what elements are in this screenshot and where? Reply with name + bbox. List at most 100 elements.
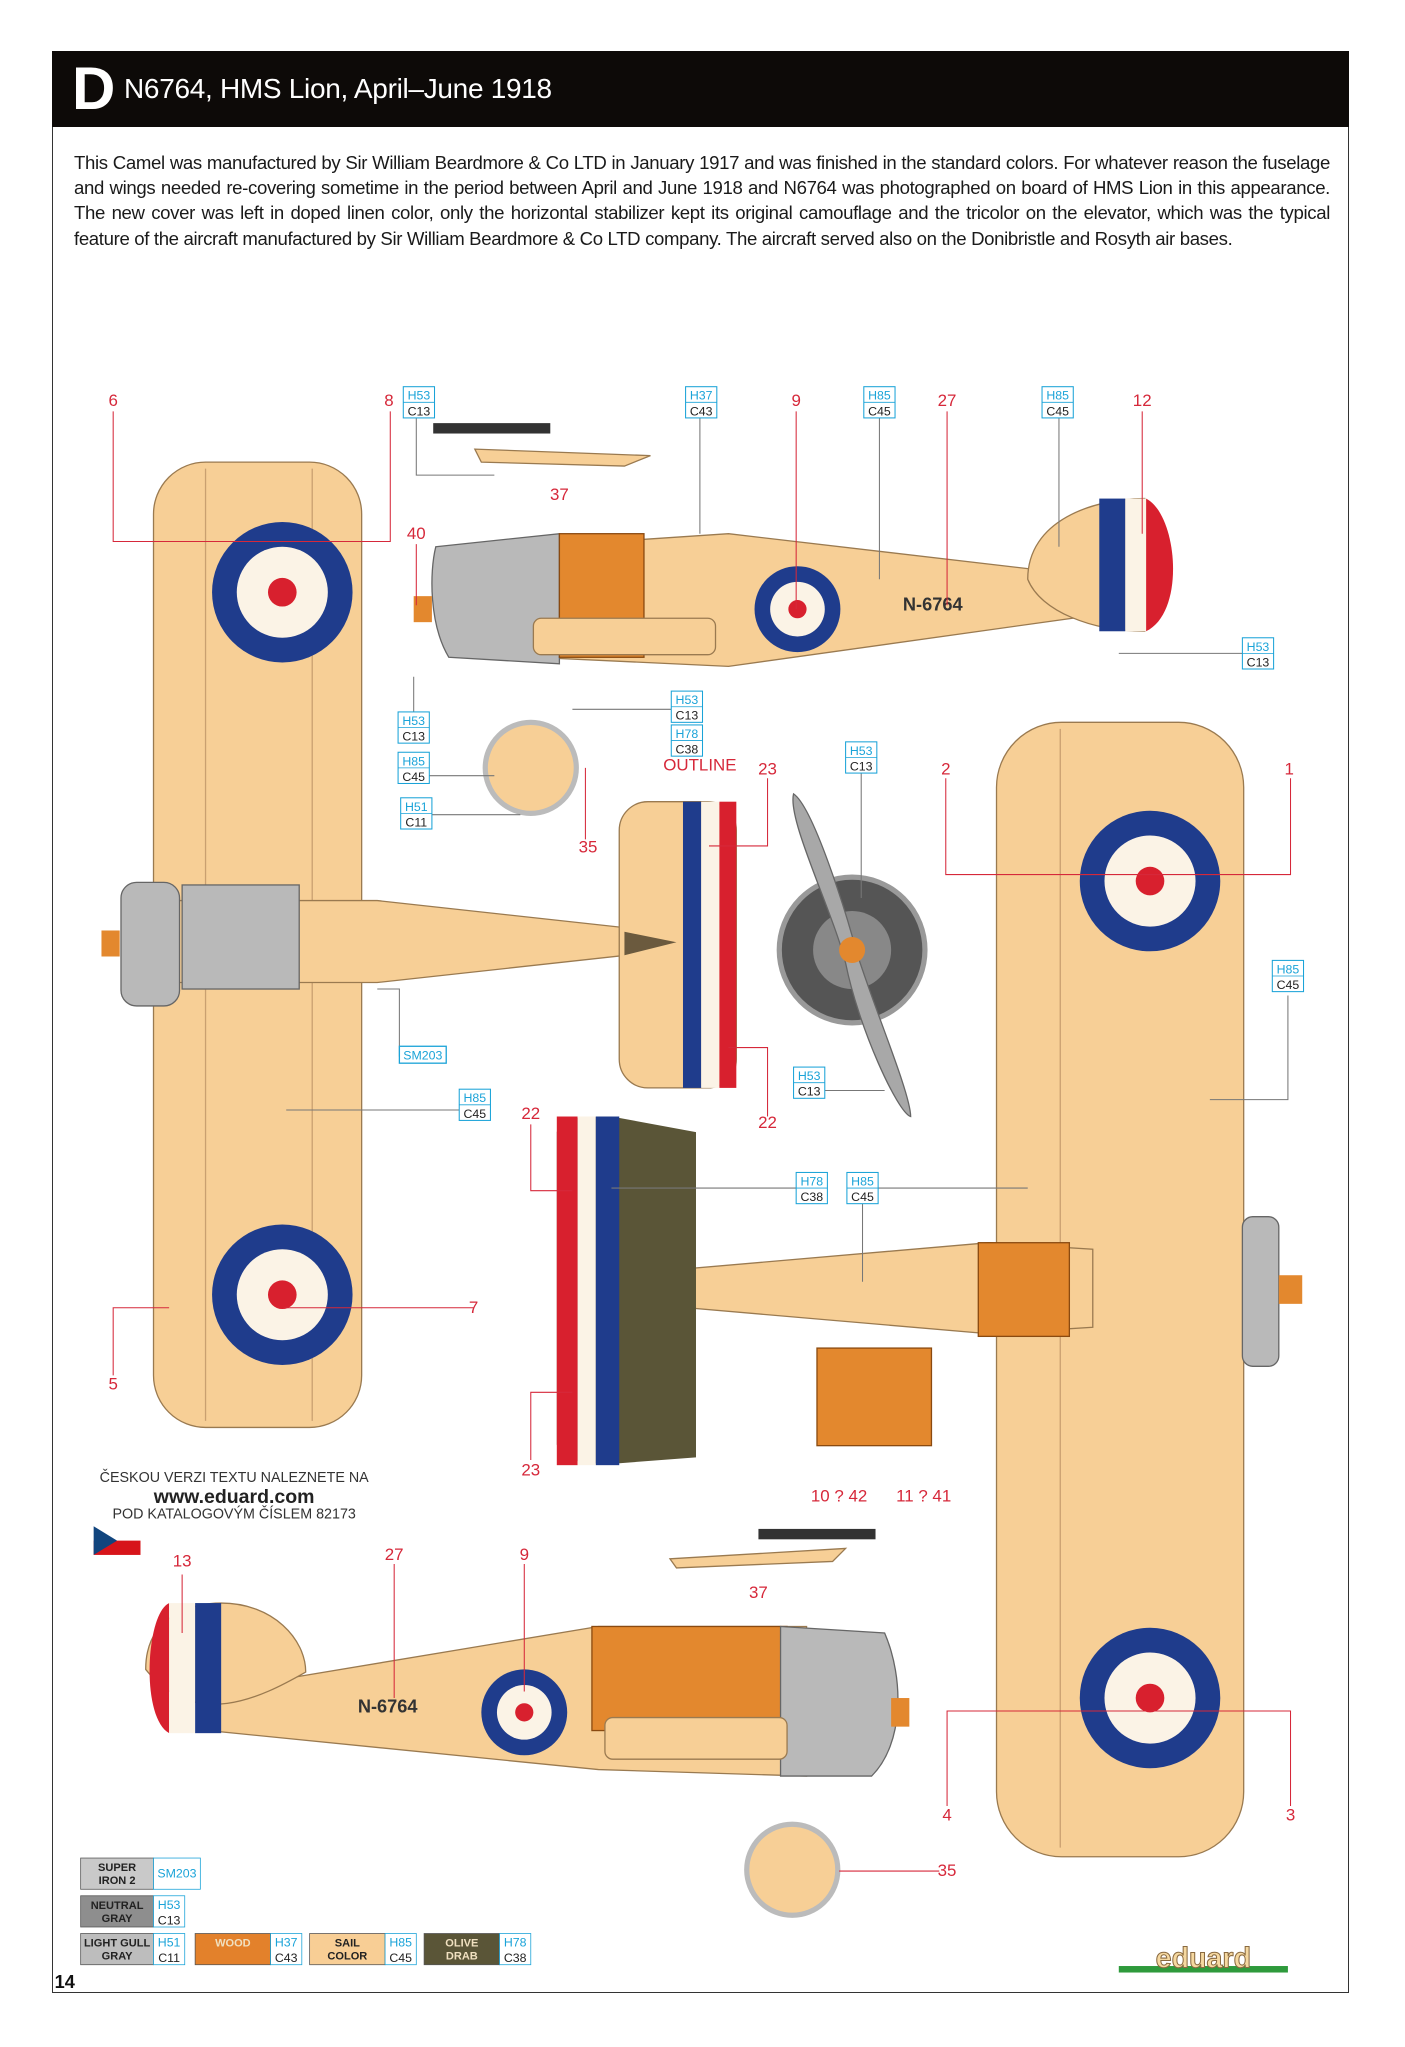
callout-number: 23	[758, 759, 777, 778]
hobby-code: H78	[800, 1174, 823, 1188]
legend-name-2: DRAB	[446, 1951, 478, 1963]
callout-number: 40	[407, 524, 426, 543]
legend-name-1: LIGHT GULL	[84, 1938, 151, 1950]
callout-number: 22	[521, 1104, 540, 1123]
callout-number: 1	[1285, 759, 1294, 778]
top-view-aircraft	[101, 461, 737, 1429]
mr-color-code: C38	[800, 1190, 823, 1204]
callout-number: 23	[521, 1461, 540, 1480]
hobby-code: H85	[1046, 389, 1069, 403]
legend-mr-color-code: C13	[158, 1913, 181, 1927]
callout-number: 10 ? 42	[811, 1487, 867, 1506]
mr-color-code: C13	[402, 730, 425, 744]
callout-number: 37	[550, 485, 569, 504]
callout-number: 37	[749, 1583, 768, 1602]
czech-note-url[interactable]: www.eduard.com	[153, 1486, 315, 1508]
czech-note-line1: ČESKOU VERZI TEXTU NALEZNETE NA	[100, 1469, 370, 1486]
scheme-letter: D	[72, 55, 116, 122]
logo-text: eduard	[1156, 1942, 1251, 1974]
hobby-code: H37	[690, 389, 713, 403]
mr-color-code: C13	[676, 709, 699, 723]
propeller-detail	[776, 792, 928, 1118]
callout-number: 5	[108, 1375, 117, 1394]
hobby-code: H53	[850, 744, 873, 758]
mr-color-code: C43	[690, 404, 713, 418]
legend-mr-color-code: C38	[504, 1951, 527, 1965]
sm-code: SM203	[403, 1048, 442, 1062]
czech-note: ČESKOU VERZI TEXTU NALEZNETE NA www.edua…	[93, 1469, 370, 1555]
leader-lines	[112, 411, 1292, 1872]
legend-hobby-code: H78	[504, 1936, 527, 1950]
callout-number: 35	[938, 1861, 957, 1880]
hobby-code: H53	[402, 714, 425, 728]
callout-number: 27	[385, 1545, 404, 1564]
legend-name-1: WOOD	[215, 1938, 251, 1950]
legend-hobby-code: H51	[158, 1936, 181, 1950]
callout-number: 6	[108, 391, 117, 410]
callout-number: 9	[520, 1545, 529, 1564]
hobby-code: H78	[676, 727, 699, 741]
callout-number: 27	[938, 391, 957, 410]
legend-mr-color-code: C11	[158, 1951, 180, 1965]
czech-note-line2: POD KATALOGOVÝM ČÍSLEM 82173	[112, 1506, 355, 1523]
sm-code-box: SM203	[398, 1045, 447, 1064]
legend-hobby-code: H53	[158, 1898, 181, 1912]
serial-top: N-6764	[903, 594, 964, 614]
mr-color-code: C45	[851, 1190, 874, 1204]
legend-name-1: OLIVE	[445, 1938, 478, 1950]
legend-name-2: GRAY	[102, 1951, 134, 1963]
callout-number: 13	[173, 1552, 192, 1571]
callout-number: 11 ? 41	[896, 1487, 951, 1506]
mr-color-code: C13	[850, 759, 873, 773]
legend-hobby-code: H85	[389, 1936, 412, 1950]
serial-bottom: N-6764	[358, 1696, 419, 1716]
mr-color-code: C45	[402, 770, 425, 784]
hobby-code: H85	[851, 1174, 874, 1188]
bottom-view-aircraft	[556, 721, 1303, 1858]
mr-color-code: C38	[676, 743, 699, 757]
legend-hobby-code: H37	[275, 1936, 298, 1950]
hobby-code: H85	[464, 1091, 487, 1105]
roundel-lower-wing-1	[1079, 810, 1221, 952]
hobby-code: H85	[1277, 962, 1300, 976]
side-view-aircraft-bottom: N-6764	[145, 1528, 910, 1918]
mr-color-code: C45	[1046, 404, 1069, 418]
mr-color-code: C45	[1277, 978, 1300, 992]
hobby-code: H53	[798, 1069, 821, 1083]
hobby-code: H53	[676, 693, 699, 707]
callout-number: 22	[758, 1113, 777, 1132]
header-bar: D N6764, HMS Lion, April–June 1918	[52, 51, 1349, 127]
legend-name-1: SAIL	[335, 1938, 360, 1950]
hobby-code: H85	[402, 754, 425, 768]
callout-number: 3	[1286, 1805, 1295, 1824]
callout-number: 9	[791, 391, 800, 410]
mr-color-code: C13	[1247, 655, 1270, 669]
mr-color-code: C13	[408, 404, 431, 418]
legend-hobby-code: SM203	[157, 1867, 196, 1881]
legend-mr-color-code: C45	[389, 1951, 412, 1965]
mr-color-code: C11	[405, 815, 427, 829]
outline-label: OUTLINE	[663, 755, 736, 774]
hobby-code: H51	[405, 800, 428, 814]
callout-number: 35	[579, 837, 598, 856]
callout-number: 7	[469, 1298, 478, 1317]
czech-flag-icon	[93, 1526, 141, 1555]
roundel-upper-wing-2	[212, 1224, 353, 1365]
